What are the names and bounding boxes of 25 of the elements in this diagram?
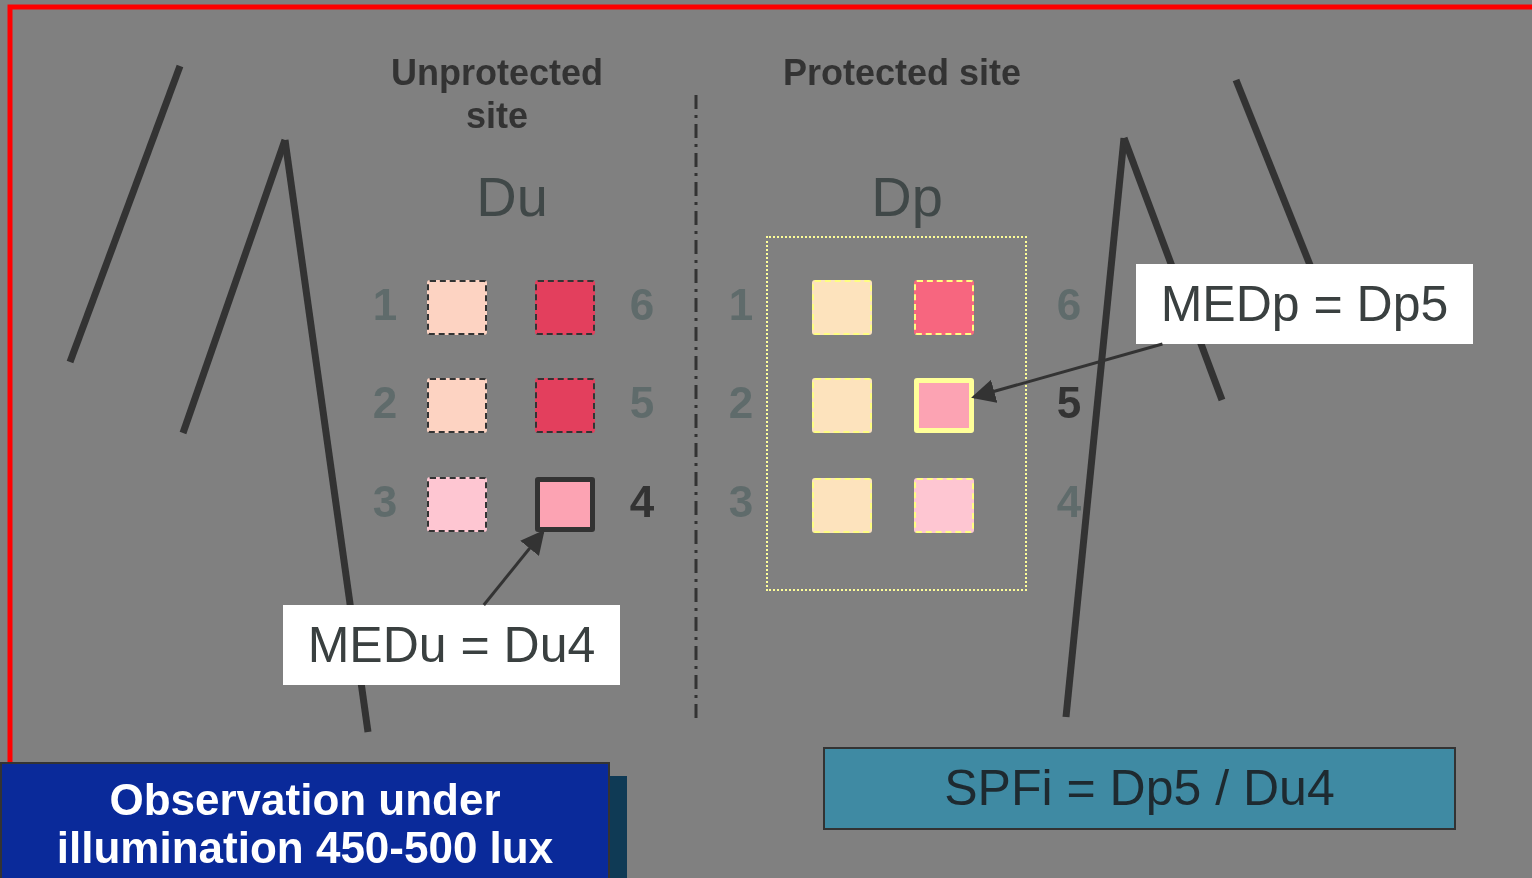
- sample-square: [812, 280, 872, 335]
- formula-box: MEDu = Du4: [283, 605, 620, 685]
- sample-number: 4: [628, 475, 656, 528]
- dotted-frame: [766, 236, 1027, 591]
- sample-square: [427, 378, 487, 433]
- sample-square: [812, 378, 872, 433]
- sample-square: [427, 280, 487, 335]
- sample-square: [914, 478, 974, 533]
- sample-square: [535, 378, 595, 433]
- sample-square: [535, 280, 595, 335]
- site-heading: Unprotected site: [390, 50, 604, 137]
- arrow: [971, 342, 1163, 403]
- group-code: Dp: [870, 164, 944, 231]
- condition-banner: Observation under illumination 450-500 lux: [0, 762, 610, 878]
- sample-square: [427, 477, 487, 532]
- sample-number: 5: [1055, 376, 1083, 429]
- sample-square: [914, 280, 974, 335]
- group-code: Du: [475, 164, 549, 231]
- formula-box: MEDp = Dp5: [1136, 264, 1473, 344]
- sample-square: [812, 478, 872, 533]
- arrow: [482, 529, 545, 606]
- sample-square: [535, 477, 595, 532]
- site-heading: Protected site: [781, 50, 1023, 94]
- result-box: SPFi = Dp5 / Du4: [823, 747, 1456, 830]
- sample-square: [914, 378, 974, 433]
